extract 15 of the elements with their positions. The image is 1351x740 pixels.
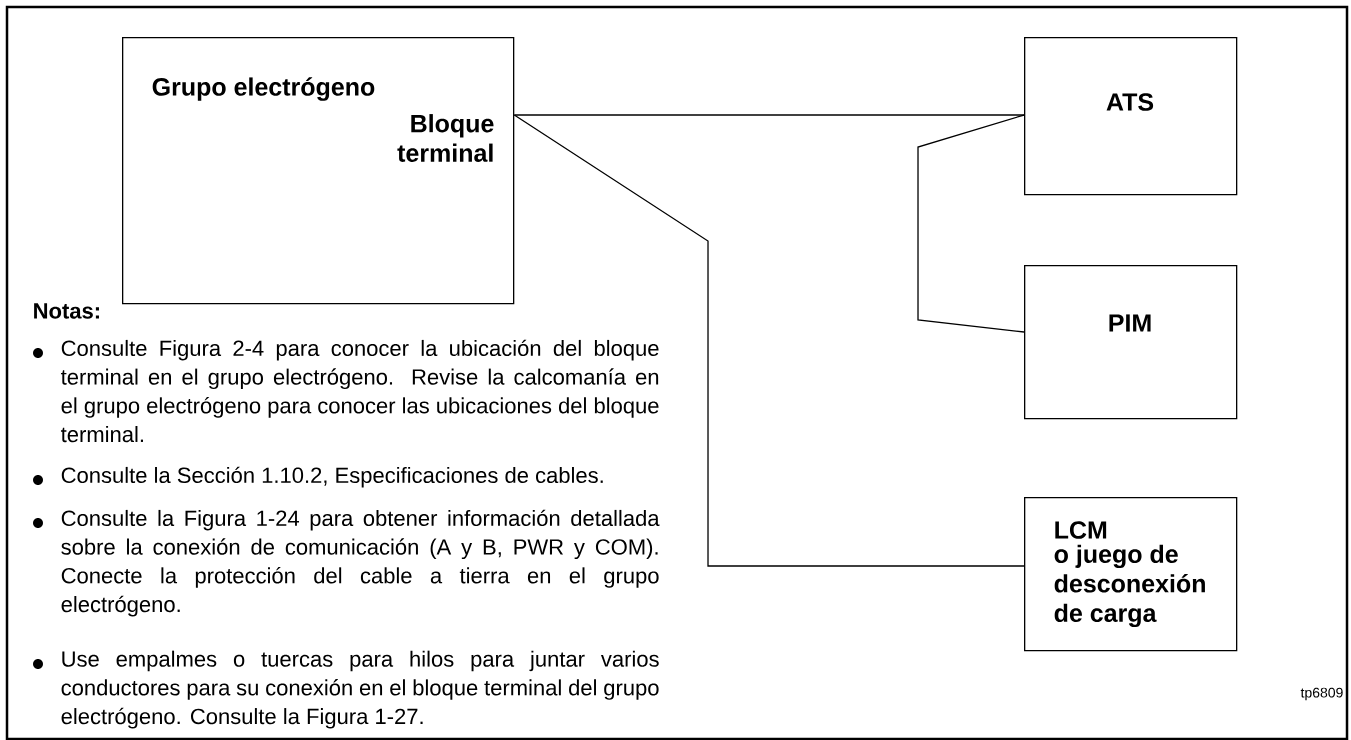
figure-code: tp6809 (1300, 687, 1343, 701)
notes-heading: Notas: (34, 303, 99, 319)
box-label: ATS (1106, 93, 1154, 111)
box-label: PIM (1109, 314, 1151, 332)
note-text: Consulte Figura 2-4 para conocer la ubicación del bloque terminal en el grupo electrógeno. Revise la calcomanía en el grupo electrógeno para conocer las ubicaciones del bloque terminal. (61, 339, 659, 443)
connector-line (917, 114, 1025, 333)
note-text: Consulte la Figura 1-24 para obtener información detallada sobre la conexión de comunicación (A y B, PWR y COM). Conecte la protección del cable a tierra en el grupo electrógeno. (61, 509, 660, 617)
note-text: Consulte la Sección 1.10.2, Especificaciones de cables. (61, 466, 603, 488)
connector-line (513, 114, 1025, 567)
box-label: Bloque terminal (397, 114, 494, 162)
box-label: LCM (1055, 521, 1107, 539)
note-text: Use empalmes o tuercas para hilos para juntar varios conductores para su conexión en el bloque terminal del grupo electrógeno. Consulte la Figura 1-27. (61, 650, 659, 729)
connector-line (513, 114, 1025, 116)
box-label: o juego de desconexión de carga (1054, 544, 1205, 628)
box-title: Grupo electrógeno (152, 77, 375, 101)
